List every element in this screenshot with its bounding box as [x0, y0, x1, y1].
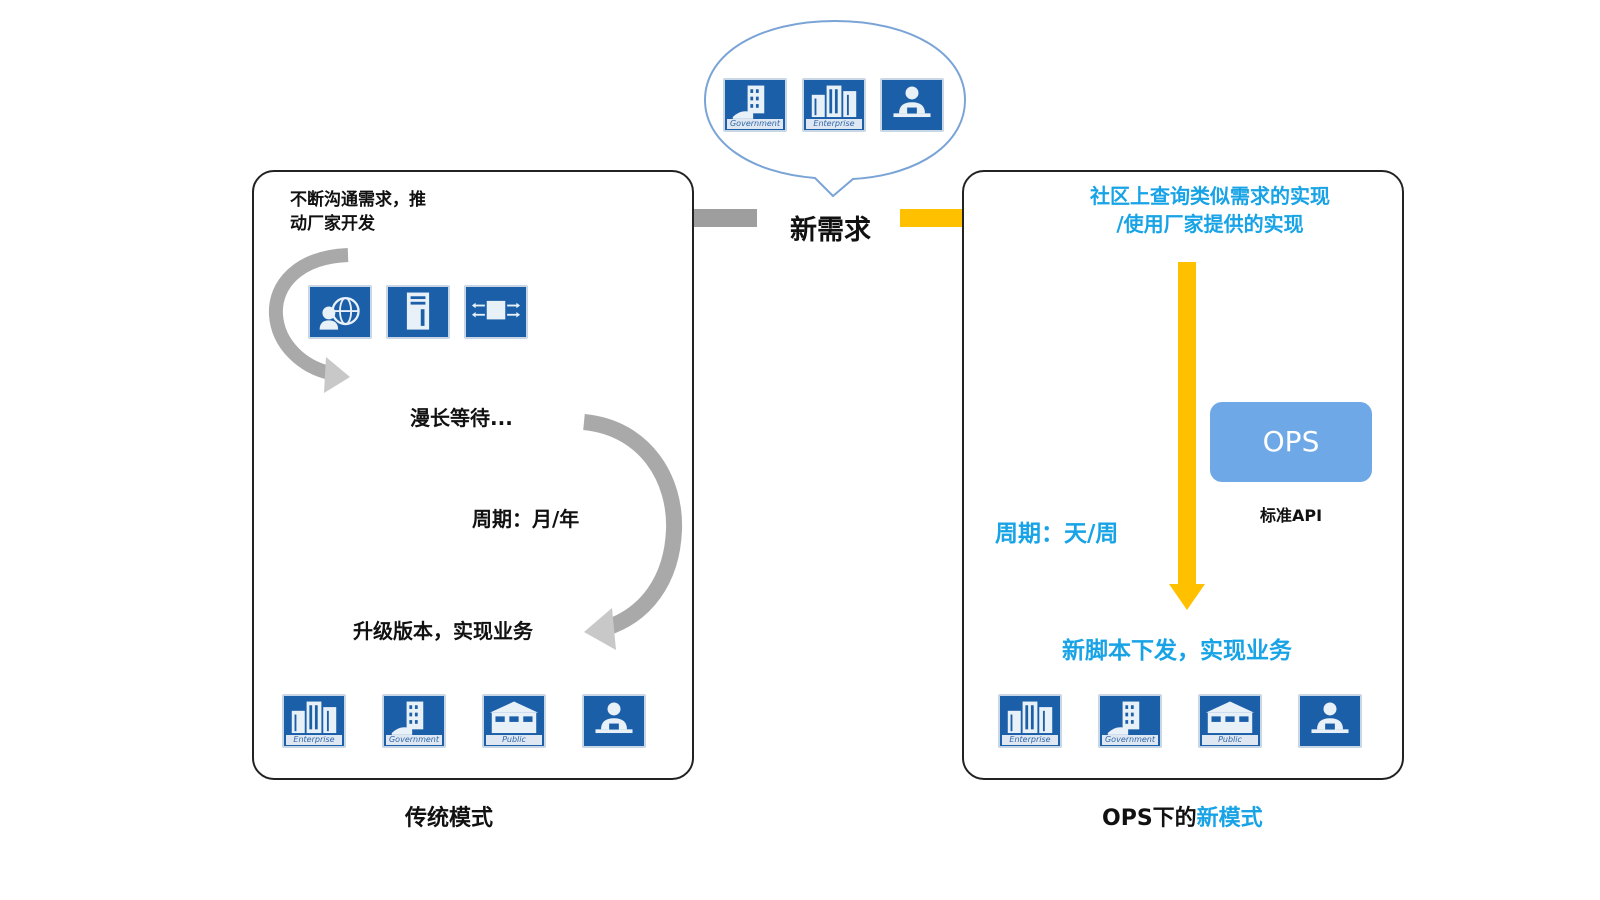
user-at-desk-icon	[582, 694, 646, 748]
icon-tag: Public	[486, 735, 542, 745]
curved-arrow-upper	[268, 248, 350, 393]
enterprise-building-icon: Enterprise	[998, 694, 1062, 748]
community-query-line-2: /使用厂家提供的实现	[1116, 212, 1304, 236]
enterprise-building-icon: Enterprise	[802, 78, 866, 132]
icon-tag: Enterprise	[806, 119, 862, 129]
new-script-deploy-text: 新脚本下发，实现业务	[1062, 638, 1292, 664]
icon-tag: Government	[386, 735, 442, 745]
ops-mode-caption-highlight: 新模式	[1196, 806, 1263, 831]
server-rack-icon	[386, 285, 450, 339]
support-globe-icon	[308, 285, 372, 339]
user-at-desk-icon	[880, 78, 944, 132]
government-building-icon: Government	[1098, 694, 1162, 748]
icon-tag: Enterprise	[286, 735, 342, 745]
public-building-icon: Public	[1198, 694, 1262, 748]
community-query-text: 社区上查询类似需求的实现 /使用厂家提供的实现	[1040, 182, 1380, 238]
traditional-cycle-text: 周期：月/年	[472, 507, 580, 531]
communication-text: 不断沟通需求，推 动厂家开发	[290, 188, 426, 236]
traditional-mode-caption: 传统模式	[405, 806, 494, 831]
user-at-desk-icon	[1298, 694, 1362, 748]
network-chip-icon	[464, 285, 528, 339]
public-building-icon: Public	[482, 694, 546, 748]
icon-tag: Government	[1102, 735, 1158, 745]
ops-cycle-text: 周期：天/周	[995, 521, 1119, 547]
standard-api-label: 标准API	[1259, 506, 1323, 525]
icon-tag: Enterprise	[1002, 735, 1058, 745]
ops-mode-caption: OPS下的新模式	[1102, 800, 1263, 832]
communication-line-2: 动厂家开发	[290, 214, 375, 234]
traditional-mode-panel	[252, 170, 694, 780]
upgrade-version-text: 升级版本，实现业务	[353, 619, 533, 643]
enterprise-building-icon: Enterprise	[282, 694, 346, 748]
ops-box: OPS	[1210, 402, 1372, 482]
ops-label: OPS	[1262, 425, 1320, 458]
communication-line-1: 不断沟通需求，推	[290, 190, 426, 210]
curved-arrow-lower	[582, 414, 683, 650]
yellow-arrow-down	[1169, 262, 1205, 610]
community-query-line-1: 社区上查询类似需求的实现	[1090, 184, 1330, 208]
icon-tag: Government	[727, 119, 783, 129]
government-building-icon: Government	[382, 694, 446, 748]
new-requirement-label: 新需求	[790, 215, 871, 246]
government-building-icon: Government	[723, 78, 787, 132]
ops-mode-caption-prefix: OPS下的	[1102, 806, 1197, 831]
long-wait-text: 漫长等待...	[410, 406, 513, 430]
icon-tag: Public	[1202, 735, 1258, 745]
